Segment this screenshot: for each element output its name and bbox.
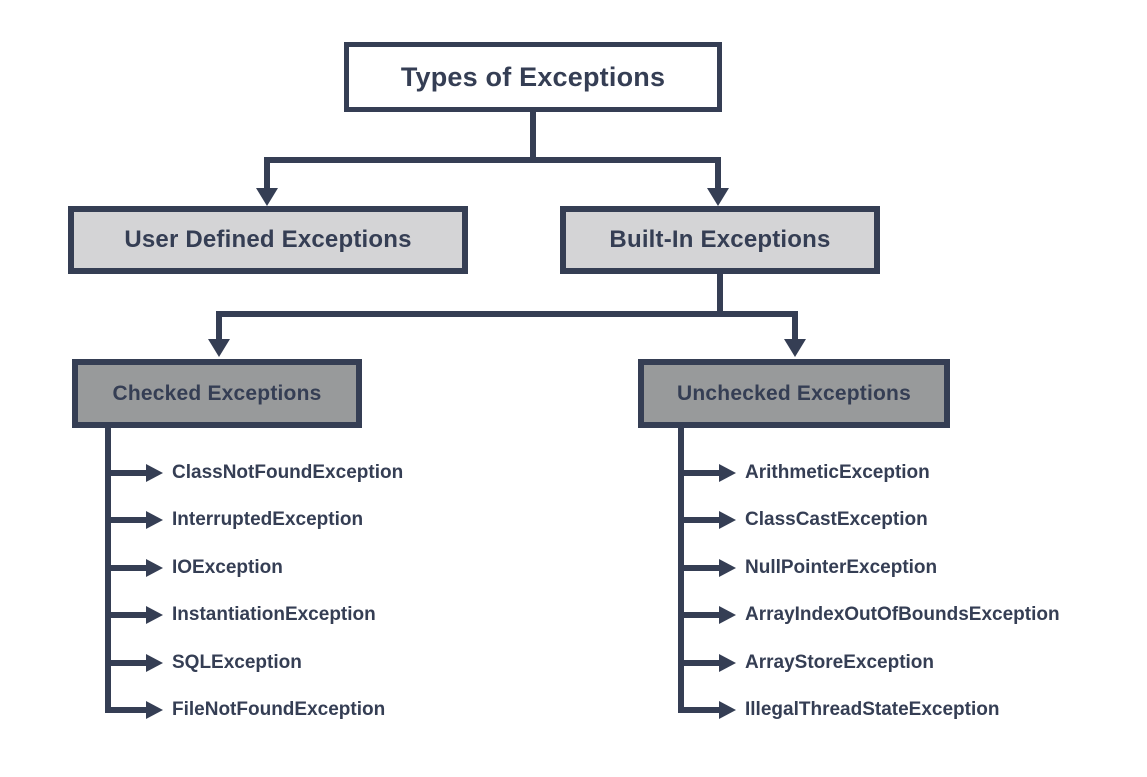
arrow-right-icon — [719, 606, 736, 625]
arrow-right-icon — [146, 463, 163, 482]
exception-list-item: IOException — [105, 544, 403, 592]
exception-list-item: SQLException — [105, 639, 403, 687]
exception-list-item: ArrayIndexOutOfBoundsException — [678, 592, 1060, 640]
exception-list-item: NullPointerException — [678, 544, 1060, 592]
node-checked-exceptions: Checked Exceptions — [72, 359, 362, 428]
arrow-right-icon — [146, 606, 163, 625]
exception-name: ArrayIndexOutOfBoundsException — [745, 604, 1060, 626]
arrow-right-icon — [719, 463, 736, 482]
exception-list-item: ClassCastException — [678, 497, 1060, 545]
exception-list-item: InterruptedException — [105, 497, 403, 545]
arrow-line — [678, 707, 719, 714]
exception-list-item: ClassNotFoundException — [105, 449, 403, 497]
exception-name: InstantiationException — [172, 604, 376, 626]
arrow-right-icon — [146, 511, 163, 530]
exception-name: NullPointerException — [745, 556, 938, 578]
exception-name: ArrayStoreException — [745, 651, 935, 673]
arrow-right-icon — [719, 653, 736, 672]
exception-name: InterruptedException — [172, 509, 364, 531]
arrow-line — [678, 469, 719, 476]
checked-exceptions-list: ClassNotFoundException InterruptedExcept… — [105, 449, 403, 734]
exception-name: ClassCastException — [745, 509, 928, 531]
arrowhead-down-icon — [208, 339, 230, 357]
arrow-right-icon — [146, 701, 163, 720]
arrow-right-icon — [146, 558, 163, 577]
arrow-line — [105, 517, 146, 524]
arrowhead-down-icon — [707, 188, 729, 206]
exception-name: SQLException — [172, 651, 302, 673]
arrow-line — [105, 469, 146, 476]
arrow-line — [105, 612, 146, 619]
node-user-defined-exceptions: User Defined Exceptions — [68, 206, 468, 274]
connector-root-to-level2 — [264, 112, 721, 190]
exception-name: ArithmeticException — [745, 461, 930, 483]
arrow-line — [678, 659, 719, 666]
exception-name: ClassNotFoundException — [172, 461, 404, 483]
arrow-line — [678, 564, 719, 571]
arrow-right-icon — [719, 511, 736, 530]
arrow-right-icon — [719, 558, 736, 577]
node-built-in-exceptions: Built-In Exceptions — [560, 206, 880, 274]
exception-list-item: IllegalThreadStateException — [678, 687, 1060, 735]
exception-name: IllegalThreadStateException — [745, 699, 1000, 721]
arrow-line — [105, 659, 146, 666]
arrow-line — [105, 564, 146, 571]
arrow-line — [678, 612, 719, 619]
exception-name: FileNotFoundException — [172, 699, 386, 721]
arrow-right-icon — [146, 653, 163, 672]
arrow-line — [678, 517, 719, 524]
exception-list-item: ArithmeticException — [678, 449, 1060, 497]
arrow-line — [105, 707, 146, 714]
node-types-of-exceptions: Types of Exceptions — [344, 42, 722, 112]
arrowhead-down-icon — [784, 339, 806, 357]
arrowhead-down-icon — [256, 188, 278, 206]
unchecked-exceptions-list: ArithmeticException ClassCastException N… — [678, 449, 1060, 734]
node-unchecked-exceptions: Unchecked Exceptions — [638, 359, 950, 428]
connector-builtin-to-level3 — [216, 274, 798, 340]
exception-name: IOException — [172, 556, 283, 578]
exception-list-item: InstantiationException — [105, 592, 403, 640]
exception-list-item: ArrayStoreException — [678, 639, 1060, 687]
exception-list-item: FileNotFoundException — [105, 687, 403, 735]
arrow-right-icon — [719, 701, 736, 720]
